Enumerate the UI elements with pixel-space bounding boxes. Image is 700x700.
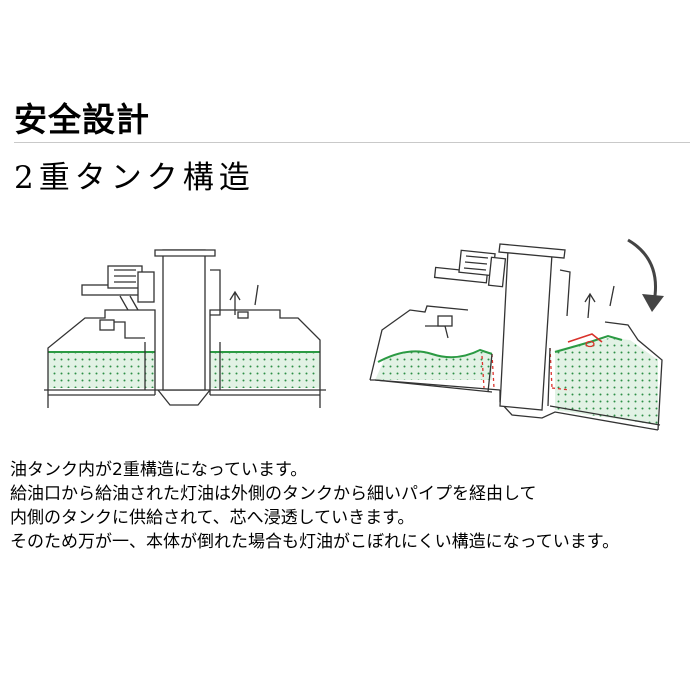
section-subtitle: 2重タンク構造	[14, 160, 255, 196]
upright-heater-illustration	[44, 249, 326, 408]
curved-arrow-down-icon	[627, 238, 664, 312]
oil-level-inner	[210, 352, 320, 388]
burner-column-tilted	[499, 249, 553, 411]
oil-level-outer-tilted	[375, 351, 492, 380]
oil-level-outer-left	[48, 352, 155, 388]
description-line: そのため万が一、本体が倒れた場合も灯油がこぼれにくい構造になっています。	[10, 532, 620, 552]
burner-column	[162, 249, 206, 391]
description-text: 油タンク内が2重構造になっています。 給油口から給油された灯油は外側のタンクから…	[10, 458, 695, 554]
tilted-heater-illustration	[369, 243, 663, 431]
oil-level-inner-tilted	[555, 338, 658, 425]
thin-pipe-dashed	[481, 353, 495, 389]
description-line: 内側のタンクに供給されて、芯へ浸透していきます。	[10, 508, 415, 528]
tank-structure-diagram	[44, 238, 664, 431]
divider	[14, 142, 690, 143]
description-line: 油タンク内が2重構造になっています。	[10, 460, 308, 480]
page-title: 安全設計	[14, 100, 150, 139]
description-line: 給油口から給油された灯油は外側のタンクから細いパイプを経由して	[10, 484, 537, 504]
